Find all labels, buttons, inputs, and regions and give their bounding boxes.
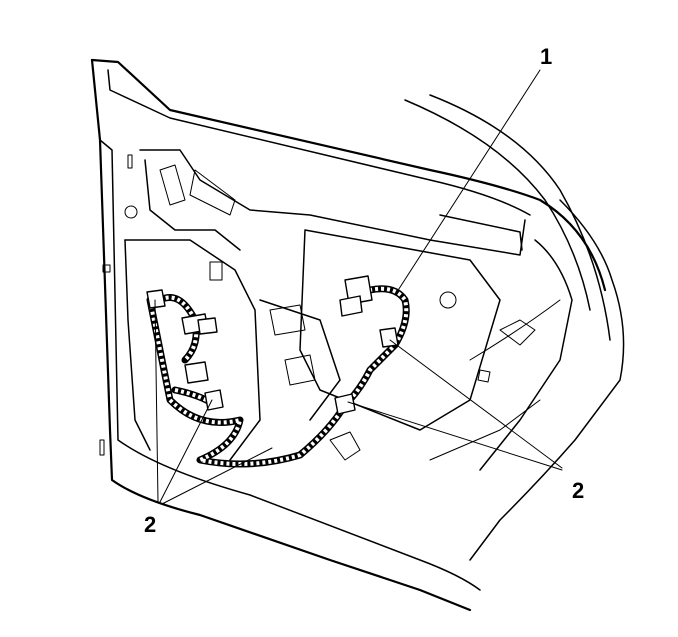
retainer-clip-right-lower [334, 393, 356, 415]
leader-2-right-a [389, 339, 563, 469]
callout-leaders [154, 69, 563, 505]
door-inner-panel [99, 149, 526, 461]
leader-2-left-c [161, 447, 273, 505]
retainer-clip-left-lower [204, 389, 224, 411]
connector-left-c [197, 317, 218, 335]
leader-1 [394, 69, 541, 296]
connector-left-b [184, 361, 209, 384]
callout-label-1: 1 [540, 44, 552, 69]
retainer-clip-left-upper [146, 289, 166, 309]
leader-2-left-a [154, 299, 159, 503]
callout-label-2-left: 2 [144, 512, 156, 537]
harness-connectors [146, 275, 399, 415]
callout-label-2-right: 2 [572, 478, 584, 503]
leader-2-left-b [159, 399, 213, 503]
connector-upper-right-plug [339, 295, 363, 317]
door-outer-shell [90, 58, 625, 612]
leader-2-right-b [347, 401, 563, 471]
